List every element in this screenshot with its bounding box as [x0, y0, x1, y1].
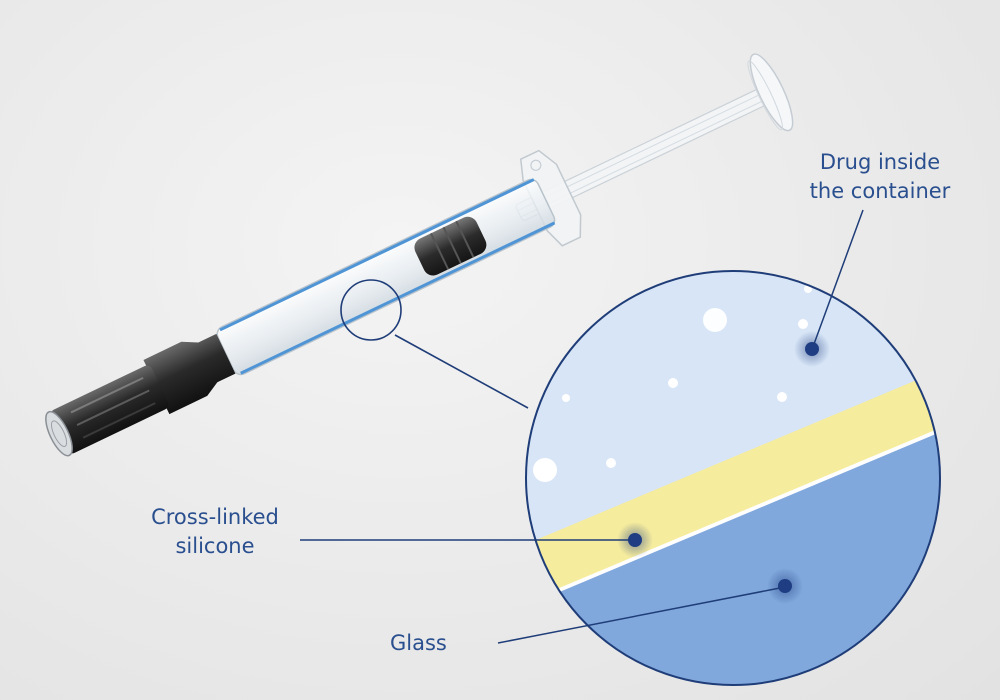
label-drug-inside-container: Drug inside the container [780, 148, 980, 206]
marker-dot-glass [767, 568, 803, 604]
leader-drug [813, 209, 864, 345]
zoom-connector-line [394, 334, 529, 409]
marker-dot-drug [794, 331, 830, 367]
magnifier-circle [526, 271, 940, 685]
syringe-illustration [45, 53, 794, 457]
label-silicone-line2: silicone [175, 534, 255, 558]
leader-glass [497, 587, 781, 644]
label-drug-line1: Drug inside [819, 150, 941, 174]
label-cross-linked-silicone: Cross-linked silicone [120, 503, 310, 561]
label-glass: Glass [390, 631, 447, 655]
label-drug-line2: the container [809, 179, 951, 203]
marker-dot-silicone [617, 522, 653, 558]
zoom-source-circle [340, 279, 402, 341]
label-silicone-line1: Cross-linked [151, 505, 279, 529]
